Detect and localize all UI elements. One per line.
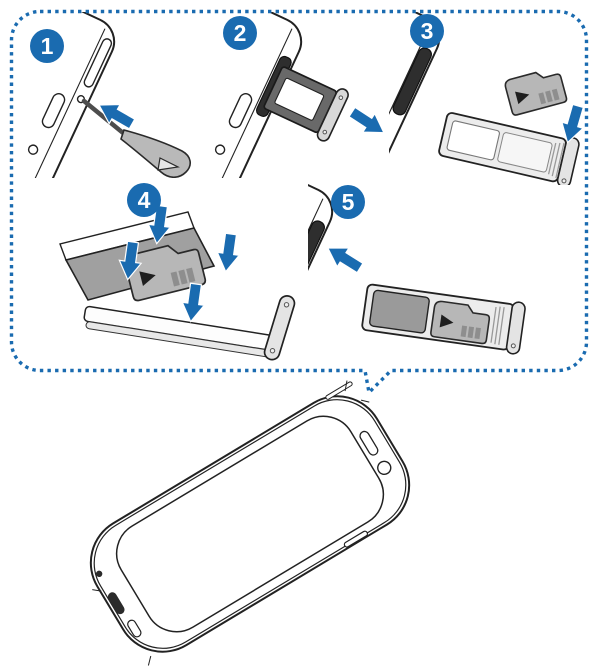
tray-slot-icon bbox=[83, 38, 113, 88]
orientation-triangle bbox=[439, 314, 454, 328]
antenna-line bbox=[344, 380, 348, 392]
ejection-pin-icon bbox=[81, 98, 191, 178]
step1-badge bbox=[30, 29, 64, 63]
arrow-icon-step2 bbox=[345, 102, 387, 143]
sim-tray-icon bbox=[438, 112, 580, 185]
sim-tray-icon bbox=[263, 66, 349, 142]
antenna-line bbox=[147, 655, 152, 666]
card-seat bbox=[497, 132, 553, 173]
speaker-icon bbox=[127, 619, 142, 638]
cap-body bbox=[263, 295, 296, 361]
orientation-triangle bbox=[139, 271, 156, 286]
orientation-triangle bbox=[515, 91, 530, 105]
step5-illustration bbox=[308, 178, 526, 371]
card-contacts bbox=[170, 267, 196, 287]
step4-badge bbox=[127, 183, 161, 217]
step1-number: 1 bbox=[41, 33, 54, 59]
spring-ridges bbox=[547, 142, 565, 179]
edge-band-line bbox=[197, 28, 293, 178]
usb-port-icon bbox=[107, 592, 125, 615]
card-body bbox=[504, 71, 568, 116]
card-contacts bbox=[538, 88, 560, 105]
antenna-line bbox=[92, 589, 102, 592]
step4-illustration bbox=[59, 203, 296, 361]
front-camera-icon bbox=[27, 144, 39, 155]
step3-illustration bbox=[389, 12, 583, 185]
phone-body bbox=[389, 12, 441, 185]
screw-dot bbox=[283, 302, 290, 308]
edge-band-line bbox=[308, 198, 324, 371]
edge-band-line bbox=[389, 25, 431, 185]
arrow-icon-step5 bbox=[321, 237, 367, 278]
tray-end-cap bbox=[263, 295, 296, 361]
dotted-callout-border bbox=[9, 9, 589, 396]
earpiece-icon bbox=[41, 93, 66, 129]
step2-badge bbox=[223, 16, 257, 50]
open-slot-icon bbox=[392, 47, 432, 116]
sim-card-icon bbox=[369, 289, 430, 334]
smartphone-front-icon bbox=[89, 380, 411, 666]
edge-band-line bbox=[12, 28, 106, 178]
front-camera-icon bbox=[377, 460, 392, 476]
step-badges: 1 2 3 4 5 bbox=[30, 14, 444, 219]
screw-dot bbox=[561, 178, 567, 184]
pin-hole-triangle bbox=[157, 157, 180, 171]
phone-screen bbox=[115, 415, 385, 633]
screw-dot bbox=[510, 343, 516, 349]
pin-paddle bbox=[120, 129, 191, 178]
tray-rail bbox=[83, 305, 282, 359]
microsd-card-icon bbox=[430, 300, 491, 345]
sim-tray-icon bbox=[361, 283, 526, 355]
phone-corner-icon bbox=[308, 178, 334, 371]
step5-number: 5 bbox=[342, 189, 355, 215]
earpiece-icon bbox=[228, 93, 253, 129]
tray-end-cap bbox=[505, 301, 526, 355]
sim-seat bbox=[446, 120, 500, 161]
open-slot-icon bbox=[308, 220, 325, 289]
step2-number: 2 bbox=[234, 20, 247, 46]
pin-needle bbox=[81, 98, 131, 140]
card-contacts bbox=[460, 325, 481, 340]
headphone-jack-icon bbox=[95, 570, 103, 578]
spring-ridges bbox=[490, 306, 505, 345]
antenna-line bbox=[360, 399, 370, 403]
tray-opening bbox=[274, 77, 325, 121]
screw-dot bbox=[322, 129, 328, 135]
tray-end-cap bbox=[556, 137, 580, 185]
microsd-card-icon bbox=[504, 71, 568, 116]
arrow-icon-step4c bbox=[214, 231, 243, 274]
tray-end-cap bbox=[316, 88, 349, 142]
step5-badge bbox=[331, 185, 365, 219]
screw-dot bbox=[269, 348, 276, 354]
earpiece-icon bbox=[359, 430, 379, 456]
phone-corner-icon bbox=[389, 12, 441, 185]
card-body bbox=[430, 300, 491, 345]
front-camera-icon bbox=[214, 144, 226, 155]
screw-dot bbox=[338, 95, 344, 100]
step3-number: 3 bbox=[421, 18, 434, 44]
step4-number: 4 bbox=[138, 187, 151, 213]
step3-badge bbox=[410, 14, 444, 48]
side-key-icon bbox=[343, 530, 369, 548]
